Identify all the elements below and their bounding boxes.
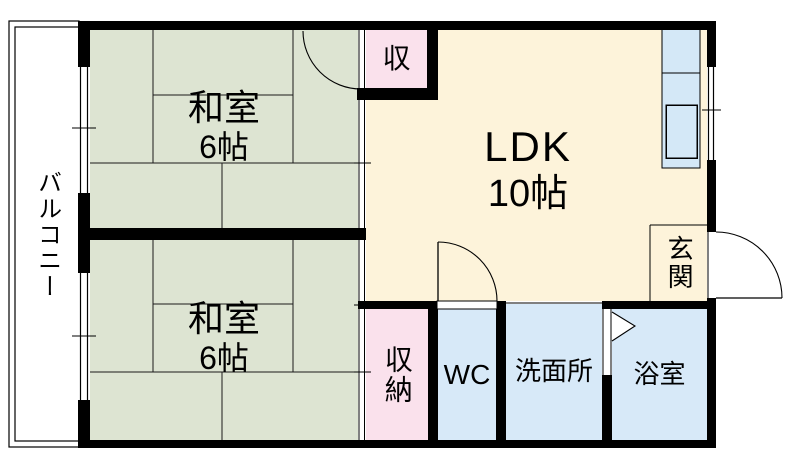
- room-name: 和室: [187, 87, 260, 129]
- room-name: WC: [443, 358, 491, 390]
- wall-bathroom-left-lower: [602, 375, 612, 448]
- label-washitsu-2: 和室 6帖: [90, 298, 358, 378]
- label-washroom: 洗面所: [506, 304, 602, 440]
- room-name: 収納: [381, 344, 413, 405]
- room-name: 和室: [187, 298, 260, 340]
- label-wc: WC: [438, 309, 496, 440]
- room-name: 収: [382, 43, 411, 75]
- room-washitsu-2: [90, 240, 358, 440]
- room-size: 10帖: [487, 173, 569, 216]
- room-closet-lower: [366, 309, 428, 440]
- label-closet-lower: 収納: [366, 309, 428, 440]
- label-ldk: LDK 10帖: [428, 124, 628, 216]
- wall-ldk-south-1: [358, 301, 437, 309]
- room-name: 洗面所: [514, 356, 593, 387]
- label-balcony: バルコニー: [18, 150, 76, 320]
- wall-closet-lower-right: [428, 301, 438, 448]
- entrance-door-arc: [715, 231, 783, 299]
- room-wc: [438, 309, 496, 440]
- room-name: LDK: [484, 123, 572, 170]
- wall-right-lower: [707, 298, 716, 448]
- label-genkan: 玄関: [650, 227, 707, 299]
- wall-closet-upper-right: [427, 30, 438, 100]
- wall-washitsu-divider: [78, 228, 366, 240]
- wall-ldk-south-3: [602, 301, 716, 309]
- wall-right-upper: [707, 21, 716, 67]
- wall-left-upper: [78, 21, 90, 67]
- label-bathroom: 浴室: [612, 309, 707, 440]
- room-name: バルコニー: [33, 170, 61, 300]
- entrance-doorway: [707, 231, 783, 299]
- wall-right-middle: [707, 160, 716, 232]
- wall-closet-upper-bottom: [357, 88, 438, 100]
- room-name: 玄関: [664, 235, 695, 291]
- wall-wc-right: [496, 301, 506, 448]
- room-closet-upper: [366, 30, 427, 88]
- room-name: 浴室: [633, 358, 686, 389]
- label-closet-upper: 収: [366, 30, 427, 88]
- room-washroom: [506, 304, 602, 440]
- label-washitsu-1: 和室 6帖: [90, 88, 358, 166]
- wall-top: [78, 21, 716, 30]
- room-size: 6帖: [199, 129, 249, 166]
- room-size: 6帖: [199, 340, 249, 377]
- wall-bottom: [78, 440, 716, 448]
- wall-left-lower: [78, 400, 90, 448]
